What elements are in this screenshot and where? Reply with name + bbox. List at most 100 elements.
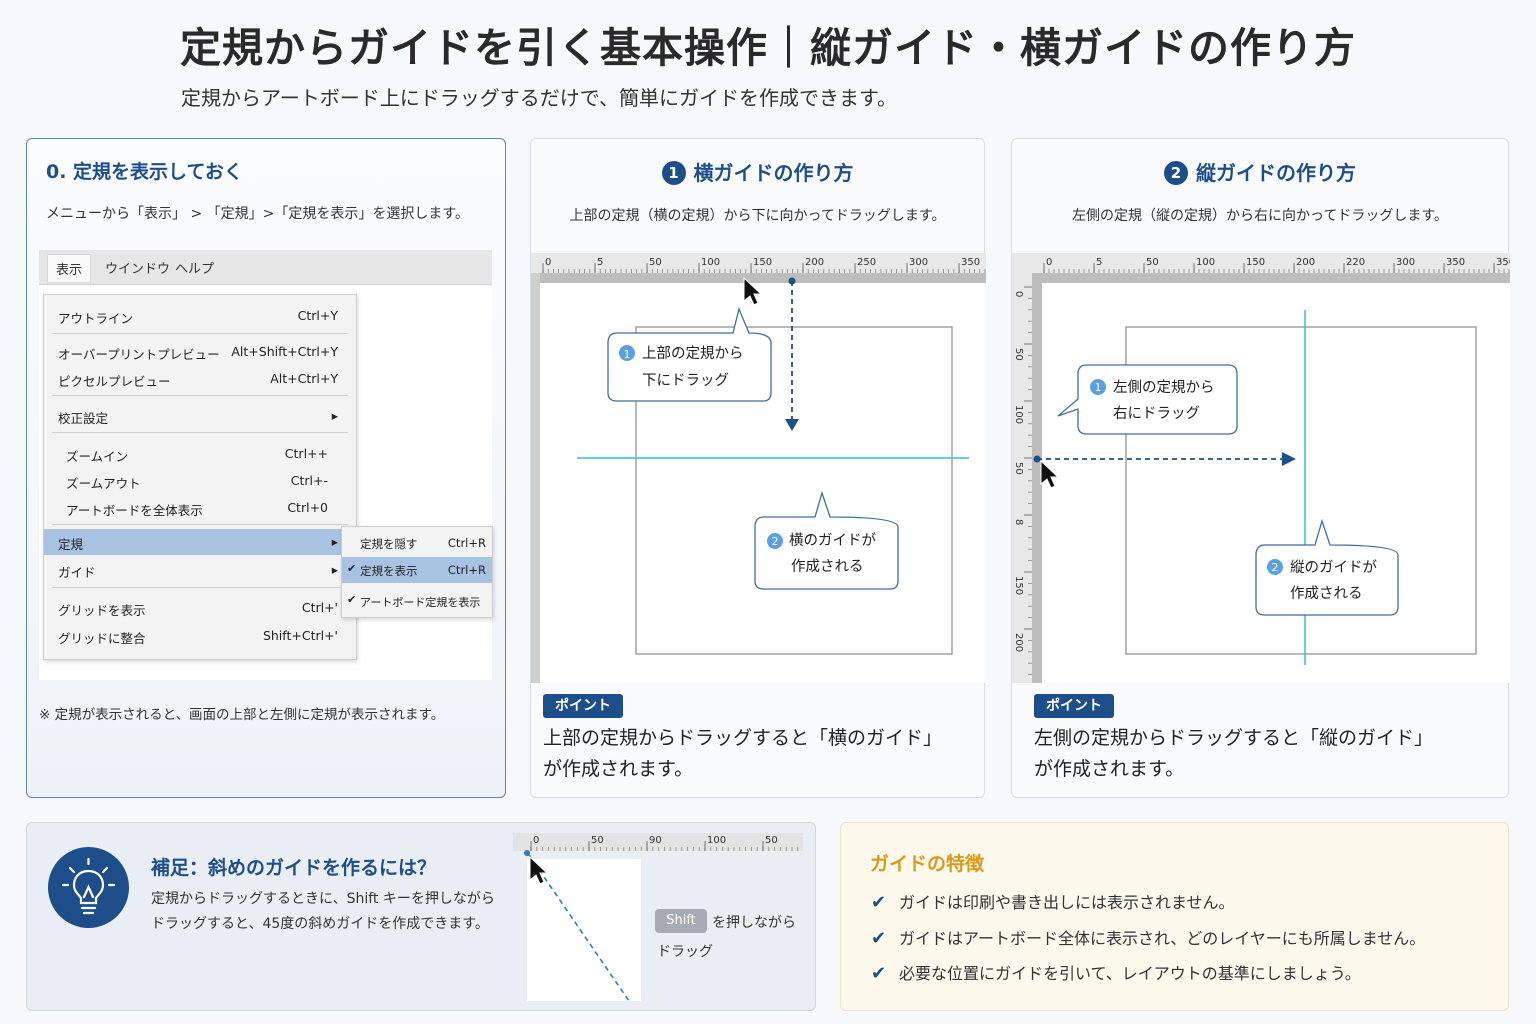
menu-item-rulers[interactable]: 定規 ▸ <box>44 529 356 555</box>
menu-item-overprint-preview[interactable]: オーバープリントプレビュー Alt+Shift+Ctrl+Y <box>44 339 356 365</box>
ruler-tick-label: 350 <box>961 257 980 268</box>
page-title: 定規からガイドを引く基本操作｜縦ガイド・横ガイドの作り方 <box>180 24 1356 72</box>
callout-guide-created <box>754 490 899 590</box>
menu-view[interactable]: 表示 <box>47 254 92 283</box>
horizontal-ruler[interactable] <box>1012 253 1510 273</box>
menu-separator <box>52 432 348 433</box>
shift-key: Shift <box>655 909 707 933</box>
step0-note: ※ 定規が表示されると、画面の上部と左側に定規が表示されます。 <box>39 707 445 723</box>
shift-instruction: を押しながら <box>712 915 796 931</box>
submenu-arrow-icon: ▸ <box>331 408 338 423</box>
feature-text: 必要な位置にガイドを引いて、レイアウトの基準にしましょう。 <box>899 964 1361 983</box>
feature-item: ✔ガイドはアートボード全体に表示され、どのレイヤーにも所属しません。 <box>871 925 1425 949</box>
cursor-icon <box>1040 459 1060 489</box>
submenu-item-artboard-rulers[interactable]: ✔アートボード定規を表示 <box>342 588 492 614</box>
step0-description: メニューから「表示」 > 「定規」>「定規を表示」を選択します。 <box>46 206 469 222</box>
check-icon: ✔ <box>871 963 887 984</box>
ruler-tick-label: 5 <box>1096 257 1102 268</box>
ruler-ticks: 050100508150200250 <box>1013 286 1032 675</box>
menu-item-shortcut: Ctrl+R <box>447 563 486 577</box>
menu-item-label: 校正設定 <box>58 411 109 426</box>
feature-item: ✔ガイドは印刷や書き出しには表示されません。 <box>871 889 1235 913</box>
ruler-tick-label: 150 <box>1013 576 1024 595</box>
step0-heading: 0. 定規を表示しておく <box>46 161 243 183</box>
submenu-arrow-icon: ▸ <box>331 562 338 577</box>
menu-item-shortcut: Ctrl+- <box>290 473 328 488</box>
menu-item-guides[interactable]: ガイド ▸ <box>44 557 356 583</box>
step-number-badge: 2 <box>1164 161 1188 185</box>
check-icon: ✔ <box>347 562 357 575</box>
menu-item-label: アウトライン <box>58 311 134 326</box>
menu-separator <box>52 587 348 588</box>
menu-item-proof-setup[interactable]: 校正設定 ▸ <box>44 403 356 429</box>
menu-item-show-grid[interactable]: グリッドを表示 Ctrl+' <box>44 595 356 621</box>
ruler-tick-label: 50 <box>765 835 778 846</box>
menu-item-label: ピクセルプレビュー <box>58 374 171 389</box>
feature-text: ガイドは印刷や書き出しには表示されません。 <box>899 893 1235 912</box>
menu-item-shortcut: Ctrl++ <box>284 446 328 461</box>
horizontal-ruler[interactable] <box>531 253 986 273</box>
diagonal-guide-tip-panel: 補足：斜めのガイドを作るには？ 定規からドラッグするときに、Shift キーを押… <box>26 822 816 1011</box>
ruler-tick-label: 8 <box>1013 519 1024 525</box>
ruler-tick-label: 50 <box>1146 257 1159 268</box>
ruler-tick-label: 220 <box>1346 257 1365 268</box>
callout-drag-from-top <box>607 306 772 402</box>
vertical-ruler[interactable] <box>1012 273 1032 683</box>
submenu-arrow-icon: ▸ <box>331 534 338 549</box>
menu-item-shortcut: Shift+Ctrl+' <box>262 628 338 643</box>
features-heading: ガイドの特徴 <box>870 853 985 875</box>
menu-item-label: ガイド <box>58 565 96 580</box>
menu-item-label: オーバープリントプレビュー <box>58 347 220 362</box>
step2-description: 左側の定規（縦の定規）から右に向かってドラッグします。 <box>1072 208 1448 224</box>
menu-item-shortcut: Ctrl+' <box>301 600 338 615</box>
ruler-tick-label: 100 <box>1013 405 1024 424</box>
step1-title: 横ガイドの作り方 <box>693 161 854 185</box>
menu-item-shortcut: Ctrl+0 <box>287 500 328 515</box>
point-line: 上部の定規からドラッグすると「横のガイド」 <box>543 727 943 749</box>
menu-item-label: ズームアウト <box>66 476 141 491</box>
tip-body-line: 定規からドラッグするときに、Shift キーを押しながら <box>151 891 495 907</box>
menu-help[interactable]: ヘルプ <box>175 262 215 277</box>
ruler-tick-label: 100 <box>1196 257 1215 268</box>
feature-item: ✔ 必要な位置にガイドを引いて、レイアウトの基準にしましょう。 <box>871 960 1361 984</box>
tip-body: 定規からドラッグするときに、Shift キーを押しながら ドラッグすると、45度… <box>151 887 495 937</box>
check-icon: ✔ <box>347 593 357 606</box>
ruler-tick-label: 100 <box>701 257 720 268</box>
menu-window[interactable]: ウインドウ <box>105 262 171 277</box>
callout-guide-created <box>1255 518 1399 616</box>
menu-item-label: グリッドを表示 <box>58 603 146 618</box>
ruler-tick-label: 0 <box>545 257 551 268</box>
callout-text: 下にドラッグ <box>642 372 729 389</box>
menu-item-shortcut: Alt+Shift+Ctrl+Y <box>231 344 338 359</box>
point-badge: ポイント <box>1034 694 1114 718</box>
horizontal-ruler[interactable] <box>513 833 803 851</box>
ruler-tick-label: 250 <box>857 257 876 268</box>
cursor-icon <box>529 855 549 885</box>
ruler-tick-label: 350 <box>1446 257 1465 268</box>
ruler-tick-label: 300 <box>909 257 928 268</box>
menubar: 表示 ウインドウ ヘルプ <box>39 250 492 285</box>
menu-item-label: 定規 <box>58 537 84 552</box>
step1-point-text: 上部の定規からドラッグすると「横のガイド」 が作成されます。 <box>543 723 942 785</box>
ruler-tick-label: 0 <box>1013 291 1024 297</box>
artboard <box>527 859 641 1001</box>
tip-body-line: ドラッグすると、45度の斜めガイドを作成できます。 <box>151 916 489 932</box>
menu-item-shortcut: Ctrl+R <box>447 536 486 550</box>
callout-number: 1 <box>1095 381 1102 394</box>
menu-item-zoom-out[interactable]: ズームアウト Ctrl+- <box>44 468 356 494</box>
